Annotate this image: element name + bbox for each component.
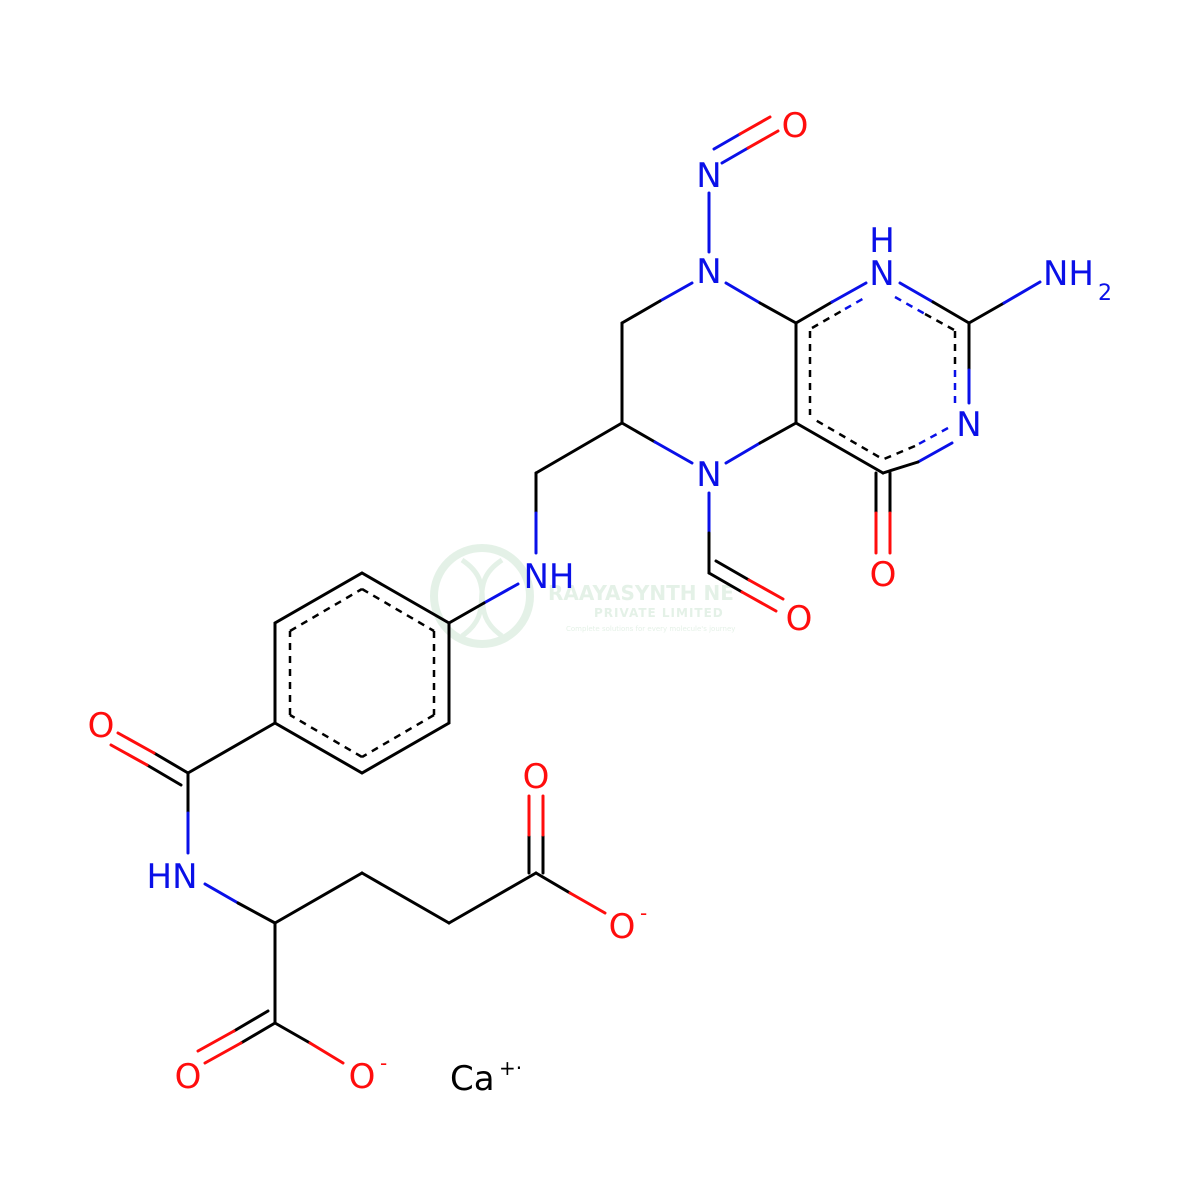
atom-labels: O N N H N NH 2 N N O O NH O HN O O - O O… [88, 106, 1112, 1099]
atom-n3: N [956, 405, 981, 445]
atom-formyl-oxygen: O [786, 599, 813, 639]
bond-calpha-cb [273, 871, 364, 925]
benzene-arom-1 [361, 587, 435, 633]
bond-nitroso-no-o [746, 129, 780, 150]
bond-nh-calpha-c [236, 901, 277, 925]
atom-n5: N [696, 455, 721, 495]
atom-bridge-nh: NH [524, 557, 575, 597]
atom-gamma-oxide: O [609, 907, 636, 947]
bond-nh-aryl [482, 582, 520, 605]
atom-alpha-oxide: O [349, 1057, 376, 1097]
bond-alpha-co-minus-o [308, 1041, 345, 1065]
bond-c4-c4a [794, 421, 885, 475]
bond-n1-c2 [898, 281, 935, 304]
bond-c8a-n1-arom-n [844, 295, 867, 311]
watermark-helix-icon [460, 557, 504, 639]
bond-cho-o-o [740, 590, 778, 613]
benzene-ring [273, 571, 451, 775]
bond-alpha-co-minus [273, 1021, 312, 1045]
bond-alpha-co [239, 1021, 277, 1045]
bond-cho-o-2o [747, 578, 785, 601]
counterion-calcium: Ca [450, 1059, 495, 1099]
bond-n8-c7-c [620, 299, 662, 325]
bond-c6-ch2 [534, 421, 624, 475]
counterion-charge: +· [499, 1056, 522, 1080]
bond-nh-calpha [203, 882, 240, 905]
bond-n3-c4 [916, 441, 954, 464]
bond-gamma-co-minus [534, 871, 572, 895]
watermark-line2: PRIVATE LIMITED [594, 606, 724, 620]
bond-c6-n5 [620, 421, 657, 444]
bond-n5-c4a [724, 441, 762, 465]
bond-n3-c4-arom-c [883, 444, 916, 461]
atom-nitroso-o: O [782, 106, 809, 146]
benzene-arom-3 [361, 713, 435, 759]
watermark-name: RAAYASYNTH NE [548, 581, 734, 605]
bond-nitroso-no-2o [738, 115, 772, 136]
bond-amide-co [152, 751, 190, 775]
bond-n8-c8a-c [758, 301, 798, 325]
atom-c4-oxygen: O [870, 555, 897, 595]
atom-amino-nh: NH [1043, 254, 1094, 294]
bond-c2-nh2 [967, 301, 1006, 325]
bond-amide-co-2 [145, 763, 183, 787]
bond-c8a-n1 [794, 300, 834, 325]
bond-amide-co-o [116, 731, 156, 755]
bond-n1-c2-arom-c [924, 312, 957, 333]
bond-cho-o-2 [714, 559, 751, 582]
bond-n8-c7 [658, 281, 694, 303]
bond-nitroso-no-2 [712, 132, 742, 151]
bond-nh-aryl-c [447, 601, 486, 625]
benzene-arom-4 [289, 713, 363, 759]
bond-nitroso-no [720, 146, 750, 165]
atom-alpha-oxygen: O [175, 1057, 202, 1097]
watermark-circle-icon [430, 544, 534, 648]
atom-amide-oxygen: O [88, 706, 115, 746]
bond-c6-n5-n [653, 440, 694, 465]
atom-nitroso-n: N [696, 156, 721, 196]
bond-n5-c4a-c [758, 421, 798, 445]
atom-amide-nh: HN [147, 857, 198, 897]
bond-c2-nh2-n [1002, 280, 1042, 305]
bond-cg-cd [447, 871, 538, 925]
watermark-logo: RAAYASYNTH NE PRIVATE LIMITED Complete s… [430, 544, 735, 648]
watermark-tagline: Complete solutions for every molecule's … [566, 625, 735, 633]
atom-n1-hydrogen: H [869, 221, 895, 261]
bond-alpha-co-2 [232, 1009, 270, 1033]
bond-cb-cg [360, 871, 451, 925]
atom-n8: N [696, 252, 721, 292]
bond-n3-c4-c [881, 460, 920, 475]
atom-amino-subscript: 2 [1098, 281, 1112, 306]
atom-gamma-charge: - [640, 901, 647, 925]
bond-aryl-amide-c [186, 721, 277, 775]
bond-c8a-n1-arom [811, 307, 846, 330]
bonds [109, 115, 1042, 1065]
atom-alpha-charge: - [380, 1051, 387, 1075]
bond-c8a-n1-n [830, 281, 868, 304]
bond-amide-co-2o [109, 743, 149, 767]
bond-n3-c4-arom [914, 426, 949, 448]
bond-alpha-co-2o [196, 1029, 236, 1053]
atom-n1: N [869, 254, 894, 294]
bond-n1-c2-arom [894, 295, 926, 316]
bond-n1-c2-c [931, 300, 971, 325]
bond-cho-o [707, 571, 744, 594]
bond-n8-c8a [724, 281, 762, 305]
bond-gamma-co-minus-o [568, 891, 607, 915]
bond-alpha-co-o [203, 1041, 243, 1065]
atom-gamma-oxygen: O [523, 757, 550, 797]
benzene-arom-6 [289, 587, 363, 633]
